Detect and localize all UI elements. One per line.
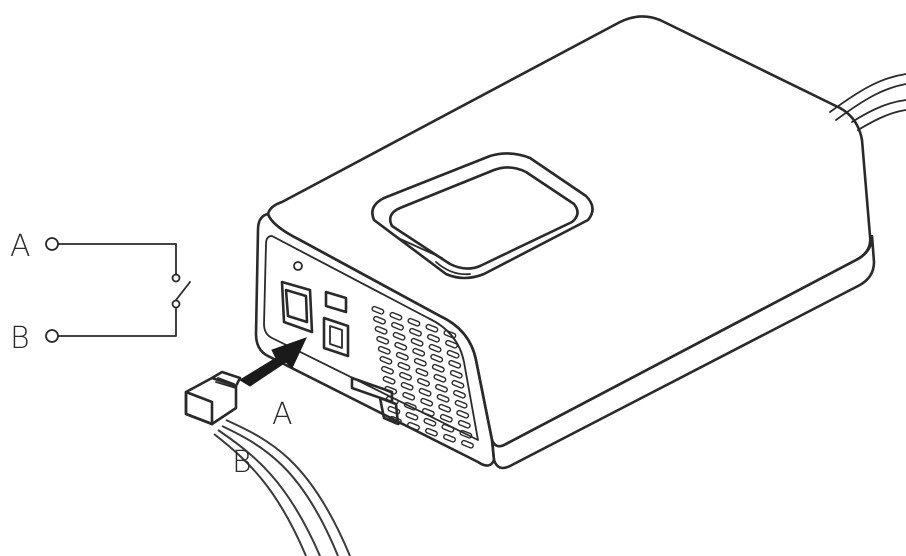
vent-slot [445, 339, 458, 349]
terminal-a-wire [57, 243, 177, 275]
vent-slot [431, 363, 445, 373]
switch-contact-bottom [171, 299, 181, 309]
wire-b-label: B [232, 445, 252, 480]
vent-slot [439, 413, 453, 423]
vent-slot [371, 305, 385, 315]
vent-slot [423, 417, 437, 427]
vent-slot [438, 403, 452, 413]
switch-lever [175, 281, 191, 301]
vent-slot [400, 381, 414, 391]
vent-slot [391, 321, 404, 331]
vent-slot [443, 433, 456, 443]
device-front-face [254, 212, 496, 467]
device-top-surface [266, 15, 872, 448]
vent-slot [421, 407, 435, 417]
terminal-a-circle [45, 237, 59, 251]
power-cables [829, 73, 906, 131]
vent-slot [457, 419, 471, 429]
vent-slot [453, 389, 466, 399]
vent-slot [395, 351, 409, 361]
vent-slot [374, 325, 388, 335]
vent-grille [371, 305, 474, 449]
front-panel-recess [263, 235, 479, 441]
vent-slot [446, 349, 460, 359]
switch-contact-top [171, 273, 181, 283]
vent-slot [428, 343, 442, 353]
vent-slot [394, 341, 408, 351]
switch-schematic: A B [10, 229, 191, 356]
vent-slot [387, 405, 401, 415]
inverter-device [254, 15, 876, 470]
vent-slot [448, 359, 462, 369]
terminal-b-label: B [10, 321, 30, 356]
remote-socket [322, 316, 350, 358]
vent-slot [459, 429, 473, 439]
device-side-face [490, 234, 876, 470]
vent-slot [430, 353, 444, 363]
vent-slot [443, 329, 457, 339]
vent-slot [461, 439, 474, 449]
vent-slot [379, 355, 393, 365]
vent-slot [451, 379, 465, 389]
vent-slot [420, 397, 434, 407]
vent-slot [436, 393, 450, 403]
vent-slot [402, 391, 416, 401]
vent-slot [407, 317, 421, 327]
cable-clip [350, 376, 400, 426]
vent-slot [456, 409, 470, 419]
remote-plug [184, 370, 242, 426]
vent-slot [454, 399, 468, 409]
vent-slot [373, 315, 386, 325]
vent-slot [449, 369, 463, 379]
usb-port [324, 290, 348, 314]
terminal-b-circle [45, 329, 59, 343]
vent-slot [417, 377, 430, 387]
vent-slot [405, 411, 419, 421]
vent-slot [412, 347, 426, 357]
vent-slot [425, 323, 439, 333]
top-panel-outer [371, 152, 594, 280]
insert-arrow [239, 337, 307, 387]
vent-slot [399, 371, 412, 381]
terminal-b-wire [57, 307, 177, 337]
vent-slot [410, 337, 424, 347]
vent-slot [381, 365, 394, 375]
vent-slot [403, 401, 417, 411]
vent-slot [407, 421, 420, 431]
wire-a-label: A [272, 397, 293, 432]
plug-wires [213, 419, 351, 556]
vent-slot [389, 311, 403, 321]
vent-slot [427, 333, 440, 343]
vent-slot [376, 335, 390, 345]
vent-slot [377, 345, 391, 355]
vent-slot [415, 367, 429, 377]
vent-slot [413, 357, 427, 367]
vent-slot [433, 373, 447, 383]
vent-slot [397, 361, 411, 371]
vent-slot [425, 427, 438, 437]
top-panel-inner [388, 166, 579, 270]
vent-slot [418, 387, 432, 397]
rocker-switch [280, 261, 314, 334]
vent-slot [441, 423, 455, 433]
vent-slot [409, 327, 422, 337]
terminal-a-label: A [10, 229, 31, 264]
vent-slot [382, 375, 396, 385]
vent-slot [392, 331, 406, 341]
vent-slot [435, 383, 448, 393]
